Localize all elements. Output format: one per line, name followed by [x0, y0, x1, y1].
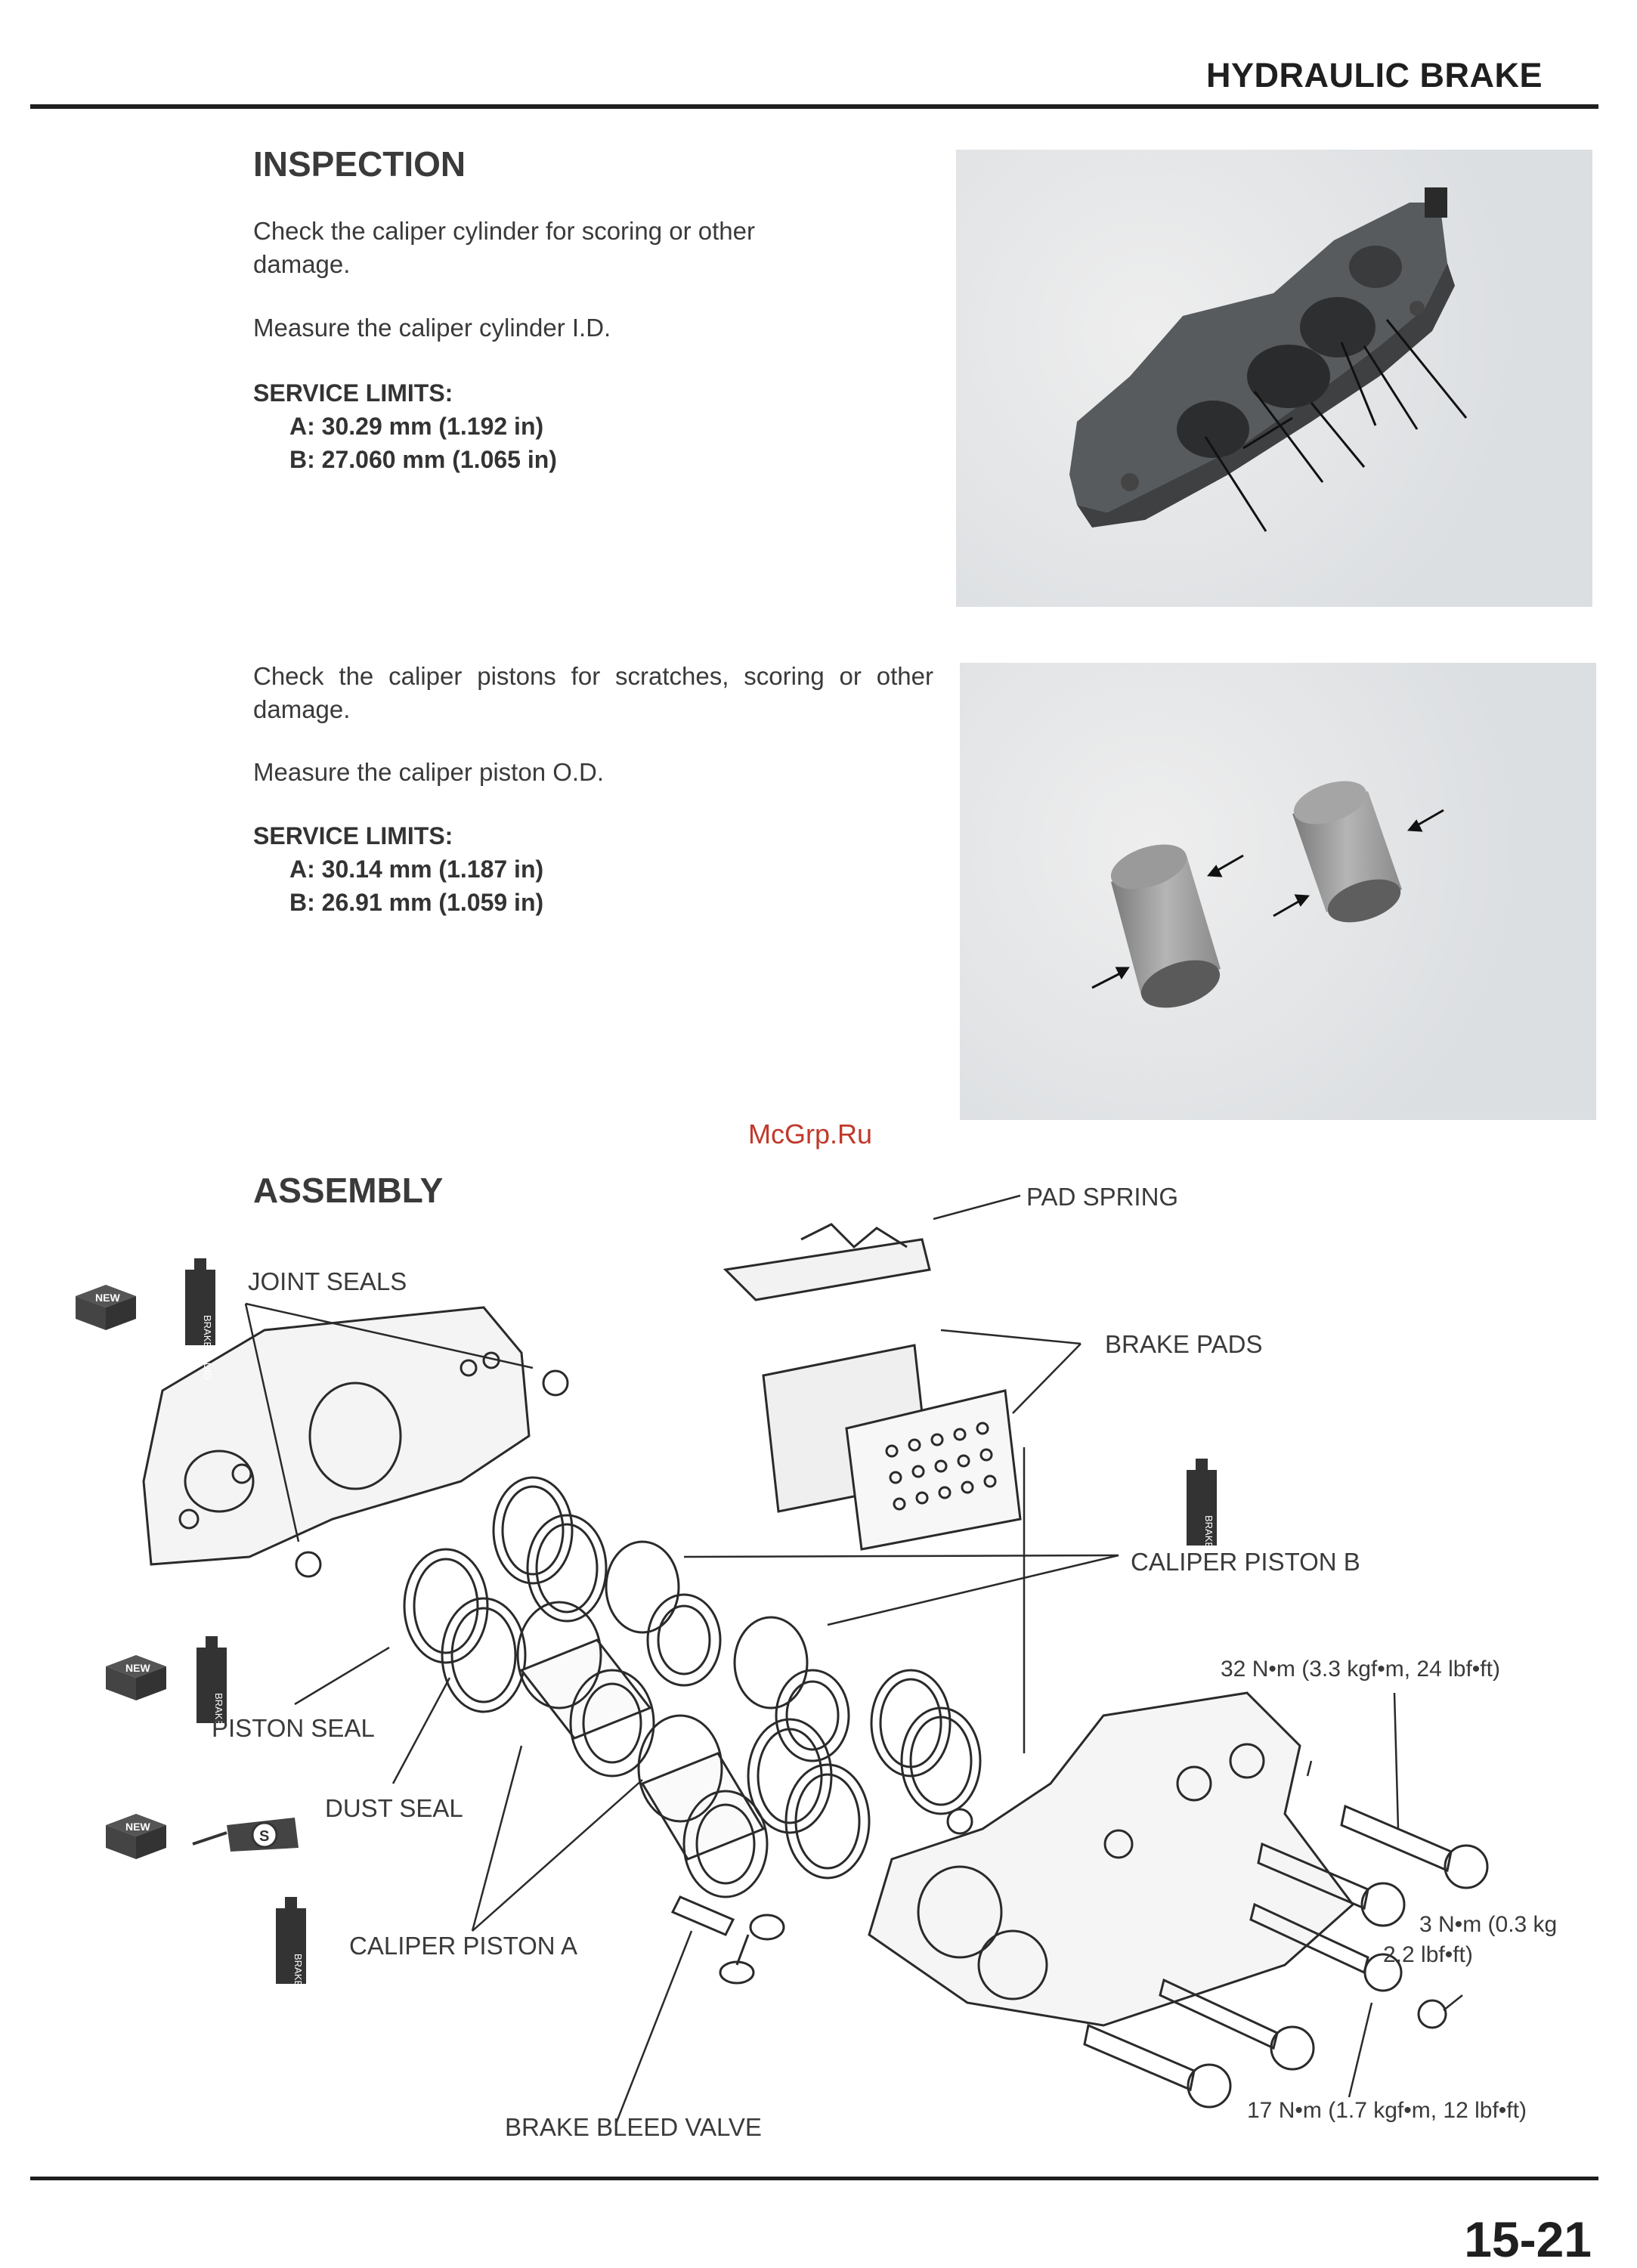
svg-text:BRAKE FLUID: BRAKE FLUID: [202, 1315, 213, 1379]
label-torque-17: 17 N•m (1.7 kgf•m, 12 lbf•ft): [1247, 2098, 1527, 2123]
joint-seal-upper: [542, 1369, 569, 1397]
caliper-pistons: [516, 1540, 850, 1898]
caliper-half-left: [142, 1306, 531, 1566]
caliper-bolts: [1083, 1804, 1489, 2109]
piston-limit-a: A: 30.14 mm (1.187 in): [289, 856, 544, 883]
bolt-cap: [1417, 1999, 1447, 2029]
caliper-piston-photo: [960, 663, 1596, 1120]
page-number: 15-21: [1464, 2211, 1592, 2267]
piston-check-text: Check the caliper pistons for scratches,…: [253, 662, 933, 723]
piston-service-limits: SERVICE LIMITS: A: 30.14 mm (1.187 in) B…: [253, 819, 543, 919]
svg-text:BRAKE FLUID: BRAKE FLUID: [213, 1693, 224, 1757]
svg-text:BRAKE FLUID: BRAKE FLUID: [1203, 1515, 1215, 1580]
pad-friction-dots: [885, 1422, 997, 1511]
caliper-piston-image: [1091, 781, 1444, 1008]
svg-text:S: S: [259, 1828, 269, 1845]
section-title: HYDRAULIC BRAKE: [1206, 56, 1543, 94]
brake-fluid-icon: BRAKE FLUID: [185, 1258, 215, 1379]
piston-limits-title: SERVICE LIMITS:: [253, 822, 453, 849]
piston-measure-text: Measure the caliper piston O.D.: [253, 758, 605, 786]
inspection-heading: INSPECTION: [253, 144, 466, 184]
svg-text:NEW: NEW: [95, 1292, 120, 1304]
caliper-cylinder-image: [1069, 187, 1468, 532]
svg-text:NEW: NEW: [125, 1662, 150, 1674]
piston-seal-rings: [403, 1476, 982, 1880]
brake-fluid-icon: BRAKE FLUID: [1187, 1459, 1217, 1580]
cylinder-limit-b: B: 27.060 mm (1.065 in): [289, 446, 557, 473]
cylinder-bore-b: [1177, 401, 1249, 458]
label-torque-32: 32 N•m (3.3 kgf•m, 24 lbf•ft): [1221, 1657, 1500, 1682]
svg-text:NEW: NEW: [125, 1821, 150, 1833]
new-part-icon: NEW: [106, 1655, 166, 1700]
new-part-icon: NEW: [106, 1814, 166, 1859]
label-torque-3-line1: 3 N•m (0.3 kg: [1419, 1912, 1558, 1937]
cylinder-bore-a: [1247, 345, 1330, 408]
piston-large: [1110, 844, 1221, 1008]
label-torque-3-line2: 2.2 lbf•ft): [1383, 1942, 1473, 1967]
cylinder-limit-a: A: 30.29 mm (1.192 in): [289, 413, 544, 440]
label-caliper-piston-a: CALIPER PISTON A: [349, 1932, 577, 1960]
new-part-icon: NEW: [76, 1285, 136, 1330]
label-pad-spring: PAD SPRING: [1026, 1183, 1179, 1211]
cylinder-service-limits: SERVICE LIMITS: A: 30.29 mm (1.192 in) B…: [253, 376, 557, 476]
label-joint-seals: JOINT SEALS: [248, 1267, 407, 1295]
label-caliper-piston-b: CALIPER PISTON B: [1131, 1548, 1360, 1576]
brake-fluid-icon: BRAKE FLUID: [276, 1897, 306, 2018]
brake-fluid-icon: BRAKE FLUID: [197, 1636, 227, 1757]
watermark: McGrp.Ru: [748, 1119, 873, 1149]
label-brake-pads: BRAKE PADS: [1105, 1330, 1263, 1358]
label-piston-seal: PISTON SEAL: [212, 1714, 375, 1742]
label-dust-seal: DUST SEAL: [325, 1794, 463, 1822]
pad-spring: [723, 1238, 931, 1301]
piston-limit-b: B: 26.91 mm (1.059 in): [289, 889, 544, 916]
grease-tube-icon: S: [192, 1818, 299, 1852]
cylinder-limits-title: SERVICE LIMITS:: [253, 379, 453, 407]
piston-small: [1292, 781, 1402, 923]
header-rule: [30, 104, 1598, 109]
label-brake-bleed-valve: BRAKE BLEED VALVE: [505, 2113, 762, 2141]
joint-seal-lower: [295, 1551, 322, 1578]
cylinder-measure-text: Measure the caliper cylinder I.D.: [253, 314, 611, 342]
caliper-half-right: [868, 1691, 1355, 2027]
svg-text:BRAKE FLUID: BRAKE FLUID: [292, 1954, 304, 2018]
caliper-cylinder-photo: [956, 150, 1592, 607]
footer-rule: [30, 2177, 1598, 2180]
cylinder-check-text: Check the caliper cylinder for scoring o…: [253, 217, 755, 278]
brake-bleed-valve: [670, 1895, 785, 1985]
assembly-heading: ASSEMBLY: [253, 1171, 444, 1210]
